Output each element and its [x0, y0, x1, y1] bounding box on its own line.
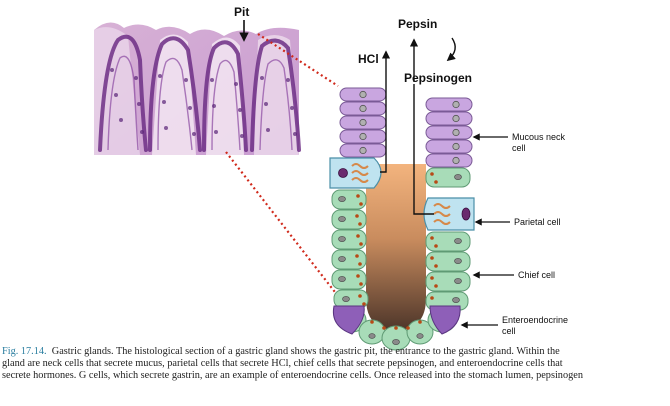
enteroendocrine-cells: [332, 305, 461, 335]
caption-text: Gastric glands. The histological section…: [51, 346, 560, 357]
parietal-cell-right: [423, 197, 475, 231]
caption-line: Fig. 17.14. Gastric glands. The histolog…: [2, 346, 670, 358]
hcl-secretion-arrow: [380, 50, 391, 173]
callout-arrows: [460, 133, 514, 329]
mucous-cell: [425, 139, 473, 154]
mucous-cell: [425, 125, 473, 140]
micrograph-space: [152, 34, 196, 155]
caption-line: gland are neck cells that secrete mucus,…: [2, 358, 563, 370]
pepsin-label: Pepsin: [398, 17, 437, 31]
micrograph-space: [206, 37, 244, 155]
mucous-neck-label-line1: Mucous neck: [512, 132, 566, 142]
secretion-paths: [380, 37, 456, 215]
pointer-lines: [225, 33, 339, 297]
mucous-cell: [425, 111, 473, 126]
mucous-neck-label-line2: cell: [512, 143, 526, 153]
pepsinogen-secretion-line: [413, 84, 434, 215]
figure-number: Fig. 17.14.: [2, 346, 47, 357]
hcl-label: HCl: [358, 52, 379, 66]
gland-lumen: [366, 164, 426, 330]
mucous-neck-cells-left: [339, 87, 387, 158]
gland-schematic: [329, 37, 475, 351]
histology-micrograph: [94, 0, 301, 155]
micrograph-folds: [98, 34, 301, 152]
mucous-cell: [425, 97, 473, 112]
pointer-line-bottom: [225, 151, 339, 297]
enteroendocrine-label-line2: cell: [502, 326, 516, 336]
chief-cell-nuclei: [338, 174, 462, 345]
micrograph-space: [254, 35, 299, 155]
secretory-granules: [355, 172, 438, 330]
enteroendocrine-label-line1: Enteroendocrine: [502, 315, 568, 325]
parietal-cell-left: [329, 157, 382, 189]
pepsinogen-label: Pepsinogen: [404, 71, 472, 85]
figure-caption: Fig. 17.14. Gastric glands. The histolog…: [2, 346, 670, 406]
chief-cell-label: Chief cell: [518, 270, 555, 280]
mucous-neck-cells-right: [425, 97, 473, 168]
pointer-line-top: [257, 33, 339, 87]
micrograph-nuclei: [110, 68, 297, 138]
pepsin-feedback-arrow: [446, 37, 456, 62]
caption-line: secrete hormones. G cells, which secrete…: [2, 370, 583, 382]
chief-cells-left: [331, 189, 369, 309]
pit-label: Pit: [234, 5, 249, 19]
parietal-cell-label: Parietal cell: [514, 217, 561, 227]
micrograph-surface: [94, 0, 299, 36]
mucous-cell: [425, 153, 473, 168]
micrograph-texture: [107, 55, 293, 151]
